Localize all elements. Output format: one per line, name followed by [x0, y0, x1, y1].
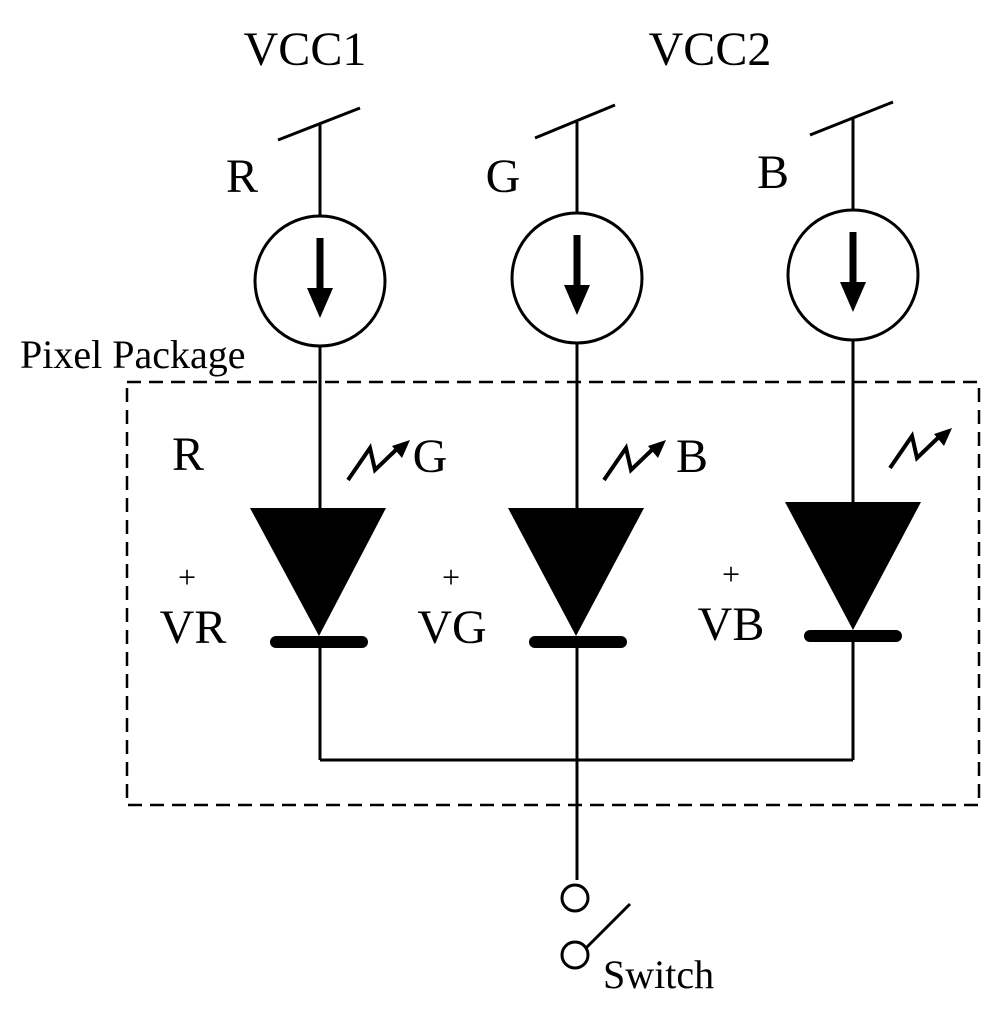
vcc-rail-tick-b: [809, 100, 894, 137]
current-source-r: [253, 214, 387, 348]
switch-label: Switch: [603, 952, 714, 997]
led-plus-g: +: [442, 559, 460, 595]
current-arrow-icon: [840, 282, 866, 312]
vcc-rail-tick-g: [534, 103, 616, 140]
vcc1-label: VCC1: [244, 23, 367, 76]
vcc2-label: VCC2: [649, 23, 772, 76]
led-voltage-g: VG: [417, 601, 486, 654]
emission-label-g: G: [413, 430, 448, 483]
led-b: [785, 502, 921, 642]
led-plus-r: +: [178, 559, 196, 595]
current-source-label-b: B: [757, 146, 789, 199]
led-r: [250, 508, 386, 648]
light-emission-icon-r: [346, 440, 410, 482]
current-source-g: [510, 211, 644, 345]
led-voltage-b: VB: [698, 598, 765, 651]
emission-label-r: R: [172, 428, 204, 481]
current-arrow-icon: [307, 288, 333, 318]
emission-label-b: B: [676, 430, 708, 483]
switch-icon: [560, 883, 632, 970]
led-g: [508, 508, 644, 648]
led-plus-b: +: [722, 556, 740, 592]
light-emission-icon-g: [602, 440, 666, 482]
light-emission-icon-b: [888, 428, 952, 470]
current-source-label-g: G: [486, 150, 521, 203]
current-arrow-icon: [564, 285, 590, 315]
led-voltage-r: VR: [160, 601, 227, 654]
current-source-b: [786, 208, 920, 342]
current-source-label-r: R: [226, 150, 258, 203]
pixel-package-boundary: [125, 380, 981, 807]
pixel-package-label: Pixel Package: [20, 332, 246, 377]
